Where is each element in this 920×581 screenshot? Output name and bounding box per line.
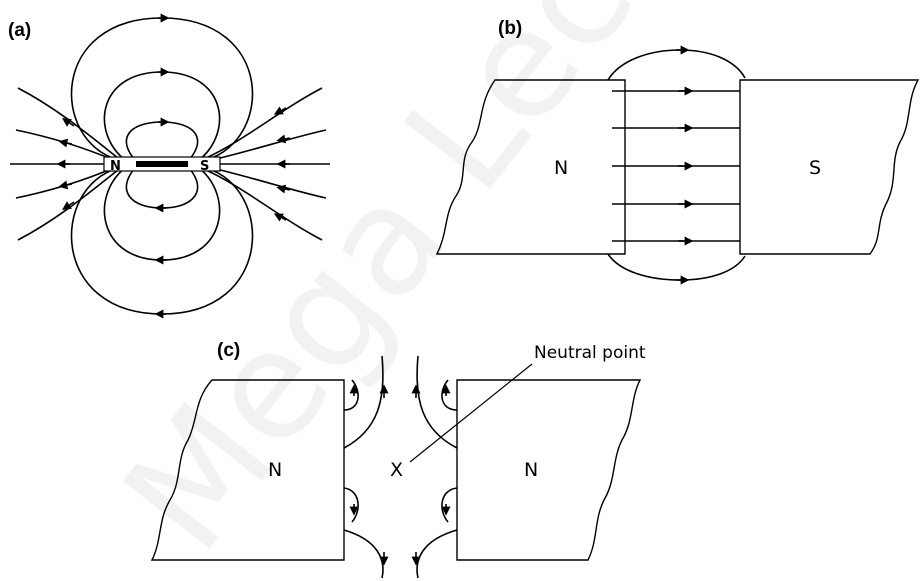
magnet-pole-right [739,79,920,255]
bar-magnet-north-label: N [110,159,121,174]
field-line-repel [343,379,359,411]
field-loop-top-inner [125,121,199,161]
neutral-point-annotation: Neutral point [534,343,646,363]
panel-b-label: (b) [498,18,522,39]
field-line-right-down-1 [207,166,327,199]
field-line-right-up-2 [205,87,323,159]
pole-label-north: N [554,157,568,179]
panel-b: (b) N S [435,18,920,285]
bar-magnet-core [136,161,188,167]
field-arrow [62,201,75,210]
panel-a-label: (a) [8,20,31,41]
field-arrow [276,184,291,194]
field-loop-top-outer [70,17,254,161]
field-arrow [62,118,75,127]
pole-label-south: S [809,157,821,179]
field-loop-bottom-middle [103,167,221,261]
magnet-pole-left [435,79,626,255]
field-line-right-up-1 [207,129,327,162]
neutral-point-marker: X [390,459,403,481]
bar-magnet-south-label: S [200,159,209,174]
pole-label-right-north: N [524,459,538,481]
field-line-left-down-2 [17,169,119,241]
field-line-repel [416,355,458,449]
field-loop-bottom-inner [125,167,199,209]
field-arrow [276,134,291,144]
field-line-fringe-bottom [607,253,746,281]
field-line-repel [343,355,384,449]
magnet-pole-right [456,379,642,561]
field-line-repel [343,487,359,523]
field-arrow [58,180,73,190]
field-loop-top-middle [103,71,221,161]
field-line-right-down-2 [205,169,323,241]
field-line-repel [343,529,384,579]
field-line-repel [441,487,458,523]
field-arrow [273,213,287,222]
neutral-point-leader [409,363,533,463]
field-line-left-up-2 [17,87,119,159]
field-arrow [58,138,73,148]
panel-c-label: (c) [217,340,240,361]
field-line-repel [416,529,458,579]
field-arrow [273,106,287,115]
magnet-pole-left [150,379,345,561]
panel-a: (a) [8,13,330,319]
pole-label-left-north: N [268,459,282,481]
field-line-repel [441,379,458,411]
panel-c: (c) Neutral point X N N [150,340,646,579]
field-loop-bottom-outer [70,167,254,315]
